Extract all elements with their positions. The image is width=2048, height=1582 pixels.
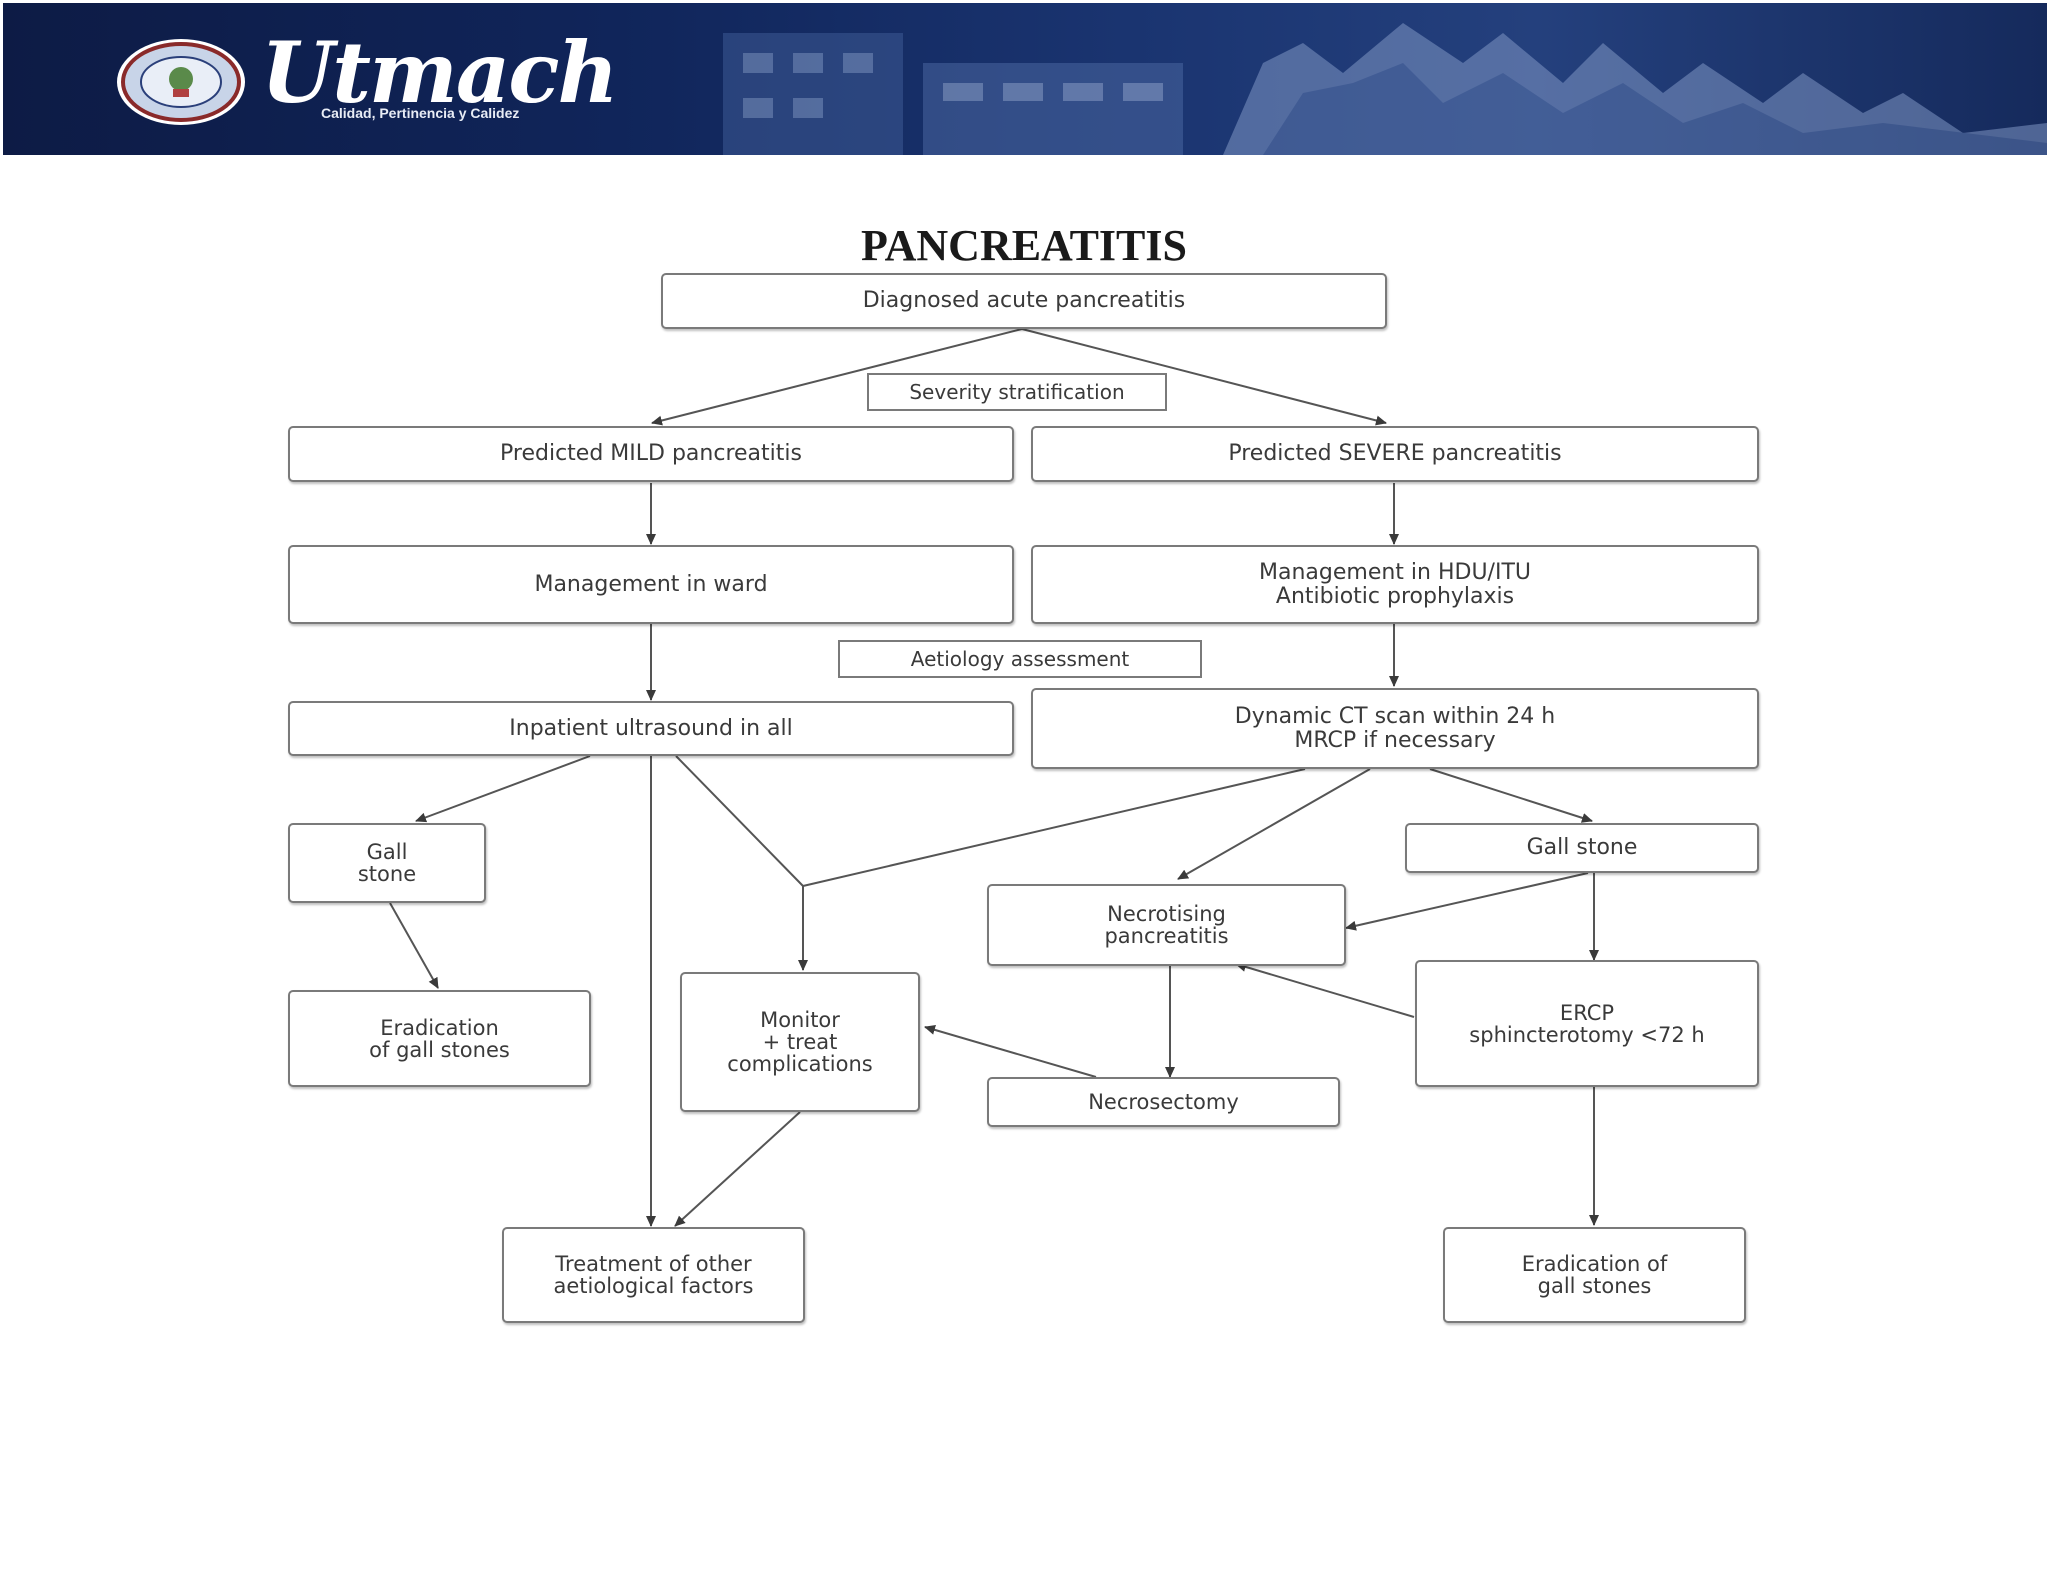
eradication-left-box: Eradication of gall stones (288, 990, 591, 1087)
hdu-box: Management in HDU/ITU Antibiotic prophyl… (1031, 545, 1759, 624)
arrow-gallstone-to-eradication (389, 902, 439, 989)
eradication-right-box: Eradication of gall stones (1443, 1227, 1746, 1323)
arrow-ct-to-necrotising (1177, 768, 1371, 880)
line-ct-to-junction (802, 768, 1306, 887)
diagnosed-box: Diagnosed acute pancreatitis (661, 273, 1387, 329)
gall-stone-left-box: Gall stone (288, 823, 486, 903)
gall-stone-right-box: Gall stone (1405, 823, 1759, 873)
arrow-ct-to-gallstone (1429, 768, 1593, 823)
arrow-diagnosed-to-severe (1021, 328, 1387, 426)
necrosectomy-box: Necrosectomy (987, 1077, 1340, 1127)
campus-background-image (723, 23, 2047, 155)
ward-box: Management in ward (288, 545, 1014, 624)
arrow-ultrasound-to-gallstone (415, 755, 591, 823)
ercp-box: ERCP sphincterotomy <72 h (1415, 960, 1759, 1087)
arrow-monitor-to-treatment (674, 1111, 801, 1227)
necrotising-pancreatitis-box: Necrotising pancreatitis (987, 884, 1346, 966)
treatment-other-box: Treatment of other aetiological factors (502, 1227, 805, 1323)
line-ultrasound-to-junction (675, 755, 804, 887)
mild-box: Predicted MILD pancreatitis (288, 426, 1014, 482)
monitor-box: Monitor + treat complications (680, 972, 920, 1112)
arrow-necrosectomy-to-monitor (924, 1025, 1097, 1078)
aetiology-assessment-label: Aetiology assessment (838, 640, 1202, 678)
arrow-gallstone-to-necrotising (1345, 872, 1589, 931)
ct-scan-box: Dynamic CT scan within 24 h MRCP if nece… (1031, 688, 1759, 769)
arrow-diagnosed-to-mild (651, 328, 1023, 426)
arrow-ercp-to-necrotising (1235, 962, 1415, 1018)
university-seal-logo (117, 39, 245, 125)
header-banner: Utmach Calidad, Pertinencia y Calidez (3, 3, 2047, 155)
severe-box: Predicted SEVERE pancreatitis (1031, 426, 1759, 482)
severity-stratification-label: Severity stratification (867, 373, 1167, 411)
brand-name: Utmach (261, 23, 619, 122)
ultrasound-box: Inpatient ultrasound in all (288, 701, 1014, 756)
brand-tagline: Calidad, Pertinencia y Calidez (321, 105, 520, 121)
page-title: PANCREATITIS (861, 221, 1187, 270)
